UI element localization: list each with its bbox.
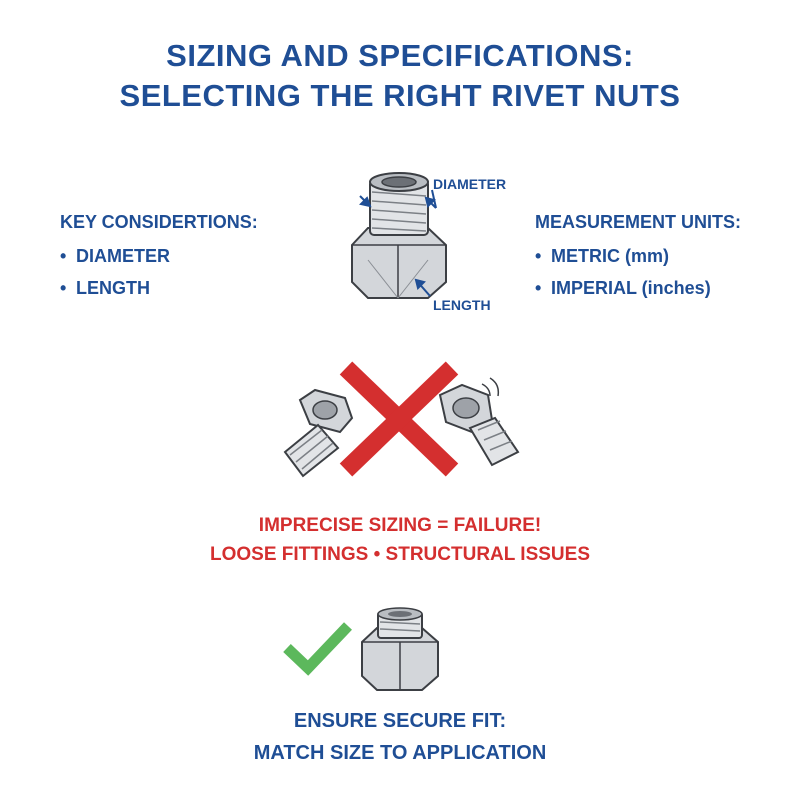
bullet-icon: • [60, 278, 67, 298]
check-mark-icon [283, 622, 352, 676]
diameter-arrow-icon [359, 189, 437, 209]
title-line-2: SELECTING THE RIGHT RIVET NUTS [119, 78, 681, 113]
length-callout: LENGTH [433, 297, 491, 313]
list-item: • IMPERIAL (inches) [535, 276, 741, 300]
bullet-icon: • [60, 246, 67, 266]
list-item-label: DIAMETER [76, 246, 170, 266]
list-item: • DIAMETER [60, 244, 258, 268]
warning-line-2: LOOSE FITTINGS • STRUCTURAL ISSUES [210, 544, 590, 565]
list-item-label: METRIC (mm) [551, 246, 669, 266]
bullet-icon: • [535, 278, 542, 298]
key-considerations-heading: KEY CONSIDERTIONS: [60, 212, 258, 232]
key-considerations-list: KEY CONSIDERTIONS: • DIAMETER • LENGTH [60, 210, 258, 308]
bullet-icon: • [535, 246, 542, 266]
list-item-label: LENGTH [76, 278, 150, 298]
diameter-callout: DIAMETER [433, 176, 507, 192]
secure-fit-message: ENSURE SECURE FIT: MATCH SIZE TO APPLICA… [0, 705, 800, 769]
rivet-nut-icon [351, 172, 447, 299]
list-item: • METRIC (mm) [535, 244, 741, 268]
loose-rivet-nut-left-icon [283, 388, 354, 478]
length-arrow-icon [414, 278, 431, 297]
failure-warning: IMPRECISE SIZING = FAILURE! LOOSE FITTIN… [0, 511, 800, 569]
secure-rivet-nut-icon [361, 607, 439, 691]
measurement-units-heading: MEASUREMENT UNITS: [535, 212, 741, 232]
failure-cross-icon [339, 361, 459, 477]
loose-rivet-nut-right-icon [438, 377, 520, 467]
measurement-units-list: MEASUREMENT UNITS: • METRIC (mm) • IMPERIA… [535, 210, 741, 308]
list-item: • LENGTH [60, 276, 258, 300]
success-line-2: MATCH SIZE TO APPLICATION [253, 742, 547, 764]
list-item-label: IMPERIAL (inches) [551, 278, 711, 298]
page-title: SIZING AND SPECIFICATIONS: SELECTING THE… [0, 36, 800, 116]
title-line-1: SIZING AND SPECIFICATIONS: [166, 38, 634, 73]
warning-line-1: IMPRECISE SIZING = FAILURE! [258, 515, 542, 536]
success-line-1: ENSURE SECURE FIT: [293, 710, 507, 732]
